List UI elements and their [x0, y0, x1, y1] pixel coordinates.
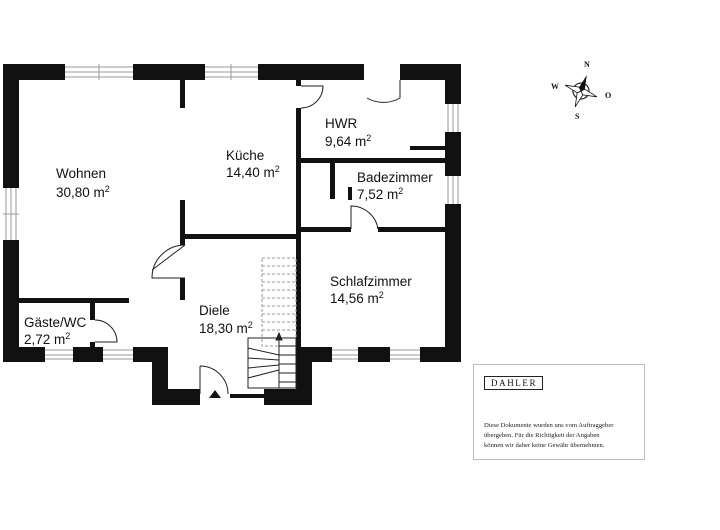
room-area-unit: 2: [105, 184, 110, 194]
window-gaeste-bottom: [45, 349, 73, 360]
room-area-unit: 2: [366, 133, 371, 143]
entrance-arrow-icon: [209, 390, 221, 398]
staircase-lower-flight: [247, 331, 297, 389]
window-schlaf-bottom-2: [390, 349, 420, 360]
disclaimer-line: übergeben. Für die Richtigkeit der Angab…: [484, 432, 600, 439]
svg-text:18,30 m2: 18,30 m2: [199, 320, 253, 336]
door-front: [199, 365, 229, 395]
svg-text:14,56 m2: 14,56 m2: [330, 290, 384, 306]
room-area-unit: 2: [379, 290, 384, 300]
room-name-badezimmer: Badezimmer: [357, 170, 433, 185]
room-area-hwr: 9,64 m: [325, 134, 366, 149]
window-wohnen-top: [65, 64, 133, 80]
svg-text:7,52 m2: 7,52 m2: [357, 186, 403, 202]
window-hwr-right: [447, 104, 459, 132]
room-name-hwr: HWR: [325, 116, 357, 131]
door-bad: [350, 205, 379, 230]
room-area-diele: 18,30 m: [199, 321, 248, 336]
disclaimer-box: DAHLER Diese Dokumente wurden uns vom Au…: [473, 364, 645, 460]
window-wohnen-left: [3, 188, 19, 240]
room-area-kueche: 14,40 m: [226, 165, 275, 180]
dahler-logo: DAHLER: [484, 376, 544, 390]
window-bad-right: [447, 176, 459, 204]
svg-text:2,72 m2: 2,72 m2: [24, 331, 70, 347]
door-gaeste: [94, 319, 118, 343]
room-area-gaeste-wc: 2,72 m: [24, 332, 65, 347]
room-name-diele: Diele: [199, 303, 230, 318]
window-schlaf-bottom-1: [332, 349, 358, 360]
exterior-walls: [3, 64, 461, 405]
room-name-schlafzimmer: Schlafzimmer: [330, 274, 412, 289]
room-labels: Wohnen 30,80 m2 Küche 14,40 m2 HWR 9,64 …: [24, 116, 433, 347]
room-name-wohnen: Wohnen: [56, 166, 106, 181]
disclaimer-line: Diese Dokumente wurden uns vom Auftragge…: [484, 422, 614, 429]
staircase: [261, 257, 297, 347]
doors: [94, 80, 401, 395]
door-hwr-entry: [300, 85, 324, 109]
svg-text:14,40 m2: 14,40 m2: [226, 164, 280, 180]
room-area-unit: 2: [65, 331, 70, 341]
disclaimer-line: können wir daher keine Gewähr übernehmen…: [484, 442, 605, 449]
room-area-wohnen: 30,80 m: [56, 185, 105, 200]
compass-east: O: [605, 91, 611, 100]
room-name-gaeste-wc: Gäste/WC: [24, 315, 87, 330]
interior-walls: [19, 80, 445, 347]
door-kueche: [151, 244, 186, 279]
compass-north: N: [584, 60, 590, 69]
room-area-unit: 2: [275, 164, 280, 174]
room-area-badezimmer: 7,52 m: [357, 187, 398, 202]
window-kueche-top: [205, 64, 258, 80]
door-hwr-exterior: [366, 80, 401, 103]
svg-text:9,64 m2: 9,64 m2: [325, 133, 371, 149]
window-diele-bottom: [103, 349, 133, 360]
room-name-kueche: Küche: [226, 148, 264, 163]
disclaimer-text: Diese Dokumente wurden uns vom Auftragge…: [484, 421, 644, 451]
room-area-unit: 2: [248, 320, 253, 330]
compass-west: W: [551, 82, 559, 91]
room-area-schlafzimmer: 14,56 m: [330, 291, 379, 306]
compass-rose-icon: [564, 75, 598, 108]
room-area-unit: 2: [398, 186, 403, 196]
svg-text:30,80 m2: 30,80 m2: [56, 184, 110, 200]
compass-south: S: [575, 112, 580, 121]
windows: [3, 64, 459, 360]
